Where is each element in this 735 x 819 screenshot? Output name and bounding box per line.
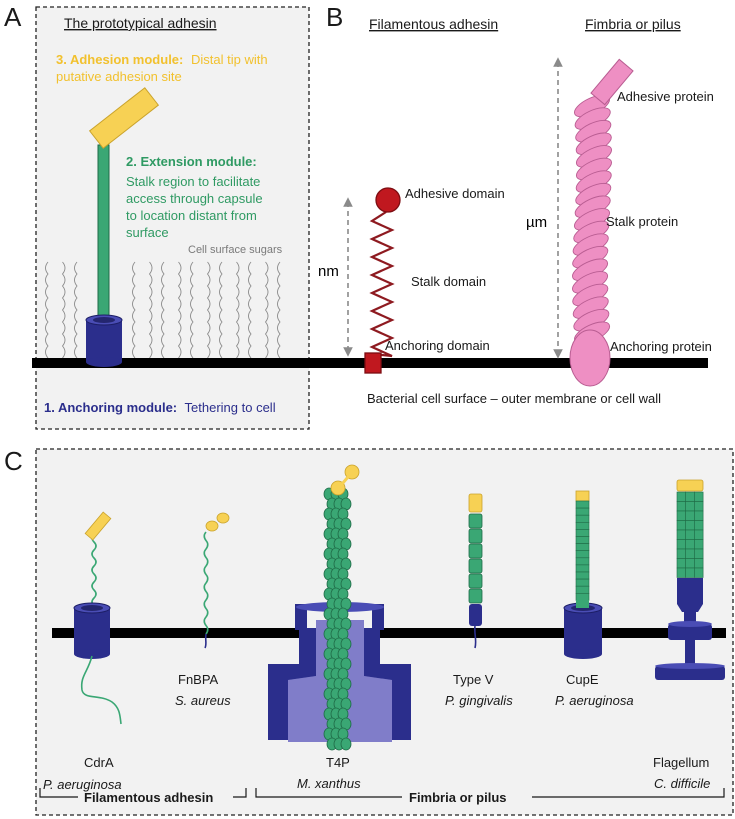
fnbpa-adhesin	[203, 512, 230, 649]
t4p-machine	[268, 464, 411, 751]
extension-desc-2: access through capsule	[126, 191, 263, 206]
nm-label: nm	[318, 263, 339, 280]
anchoring-module-label: 1. Anchoring module: Tethering to cell	[44, 400, 276, 415]
fnbpa-name: FnBPA	[178, 672, 219, 687]
um-label: µm	[526, 214, 547, 231]
stalk-domain-label: Stalk domain	[411, 274, 486, 289]
panel-a-title: The prototypical adhesin	[64, 15, 217, 31]
flagellum-name: Flagellum	[653, 755, 709, 770]
adhesive-protein	[590, 58, 634, 106]
type-v-pilus	[468, 493, 483, 649]
panel-b: B Filamentous adhesin Fimbria or pilus n…	[318, 2, 714, 406]
anchoring-domain	[364, 352, 382, 374]
group-fimbria-label: Fimbria or pilus	[409, 790, 507, 805]
flagellum-species: C. difficile	[654, 776, 710, 791]
t4p-name: T4P	[326, 755, 350, 770]
filamentous-bracket	[39, 788, 247, 798]
extension-desc-1: Stalk region to facilitate	[126, 174, 260, 189]
t4p-species: M. xanthus	[297, 776, 361, 791]
adhesive-protein-label: Adhesive protein	[617, 89, 714, 104]
adhesion-tip	[88, 87, 160, 149]
filamentous-adhesin-title: Filamentous adhesin	[369, 16, 498, 32]
stalk-domain	[369, 211, 395, 358]
fimbria-bracket	[255, 788, 725, 798]
anchoring-protein-label: Anchoring protein	[610, 339, 712, 354]
extension-desc-3: to location distant from	[126, 208, 257, 223]
extension-module-label: 2. Extension module:	[126, 154, 257, 169]
cdra-species: P. aeruginosa	[43, 777, 122, 792]
cell-surface-label: Bacterial cell surface – outer membrane …	[367, 391, 661, 406]
adhesive-domain	[375, 187, 401, 213]
adhesion-module-desc: putative adhesion site	[56, 69, 182, 84]
cell-surface-sugars	[45, 261, 281, 359]
flagellum	[655, 479, 725, 680]
panel-label-a: A	[4, 2, 22, 32]
group-filamentous-label: Filamentous adhesin	[84, 790, 213, 805]
cupe-name: CupE	[566, 672, 599, 687]
extension-stalk	[97, 144, 110, 331]
cell-surface-sugars-label: Cell surface sugars	[188, 244, 283, 256]
adhesive-domain-label: Adhesive domain	[405, 186, 505, 201]
type-v-name: Type V	[453, 672, 494, 687]
anchoring-protein	[569, 329, 611, 387]
type-v-species: P. gingivalis	[445, 693, 513, 708]
cdra-adhesin	[73, 511, 122, 725]
cupe-species: P. aeruginosa	[555, 693, 634, 708]
stalk-protein-label: Stalk protein	[606, 214, 678, 229]
panel-label-b: B	[326, 2, 343, 32]
adhesion-module-label: 3. Adhesion module: Distal tip with	[56, 52, 268, 67]
cupe-pilus	[563, 490, 603, 659]
fnbpa-species: S. aureus	[175, 693, 231, 708]
cdra-name: CdrA	[84, 755, 114, 770]
anchoring-module-front	[86, 344, 122, 367]
anchoring-domain-label: Anchoring domain	[385, 338, 490, 353]
extension-desc-4: surface	[126, 225, 169, 240]
panel-label-c: C	[4, 446, 23, 476]
cell-membrane-c	[52, 628, 726, 638]
stalk-protein	[572, 94, 612, 345]
panel-c: C CdrA P. aeruginosa FnBPA S. aureus	[4, 446, 734, 816]
fimbria-title: Fimbria or pilus	[585, 16, 681, 32]
